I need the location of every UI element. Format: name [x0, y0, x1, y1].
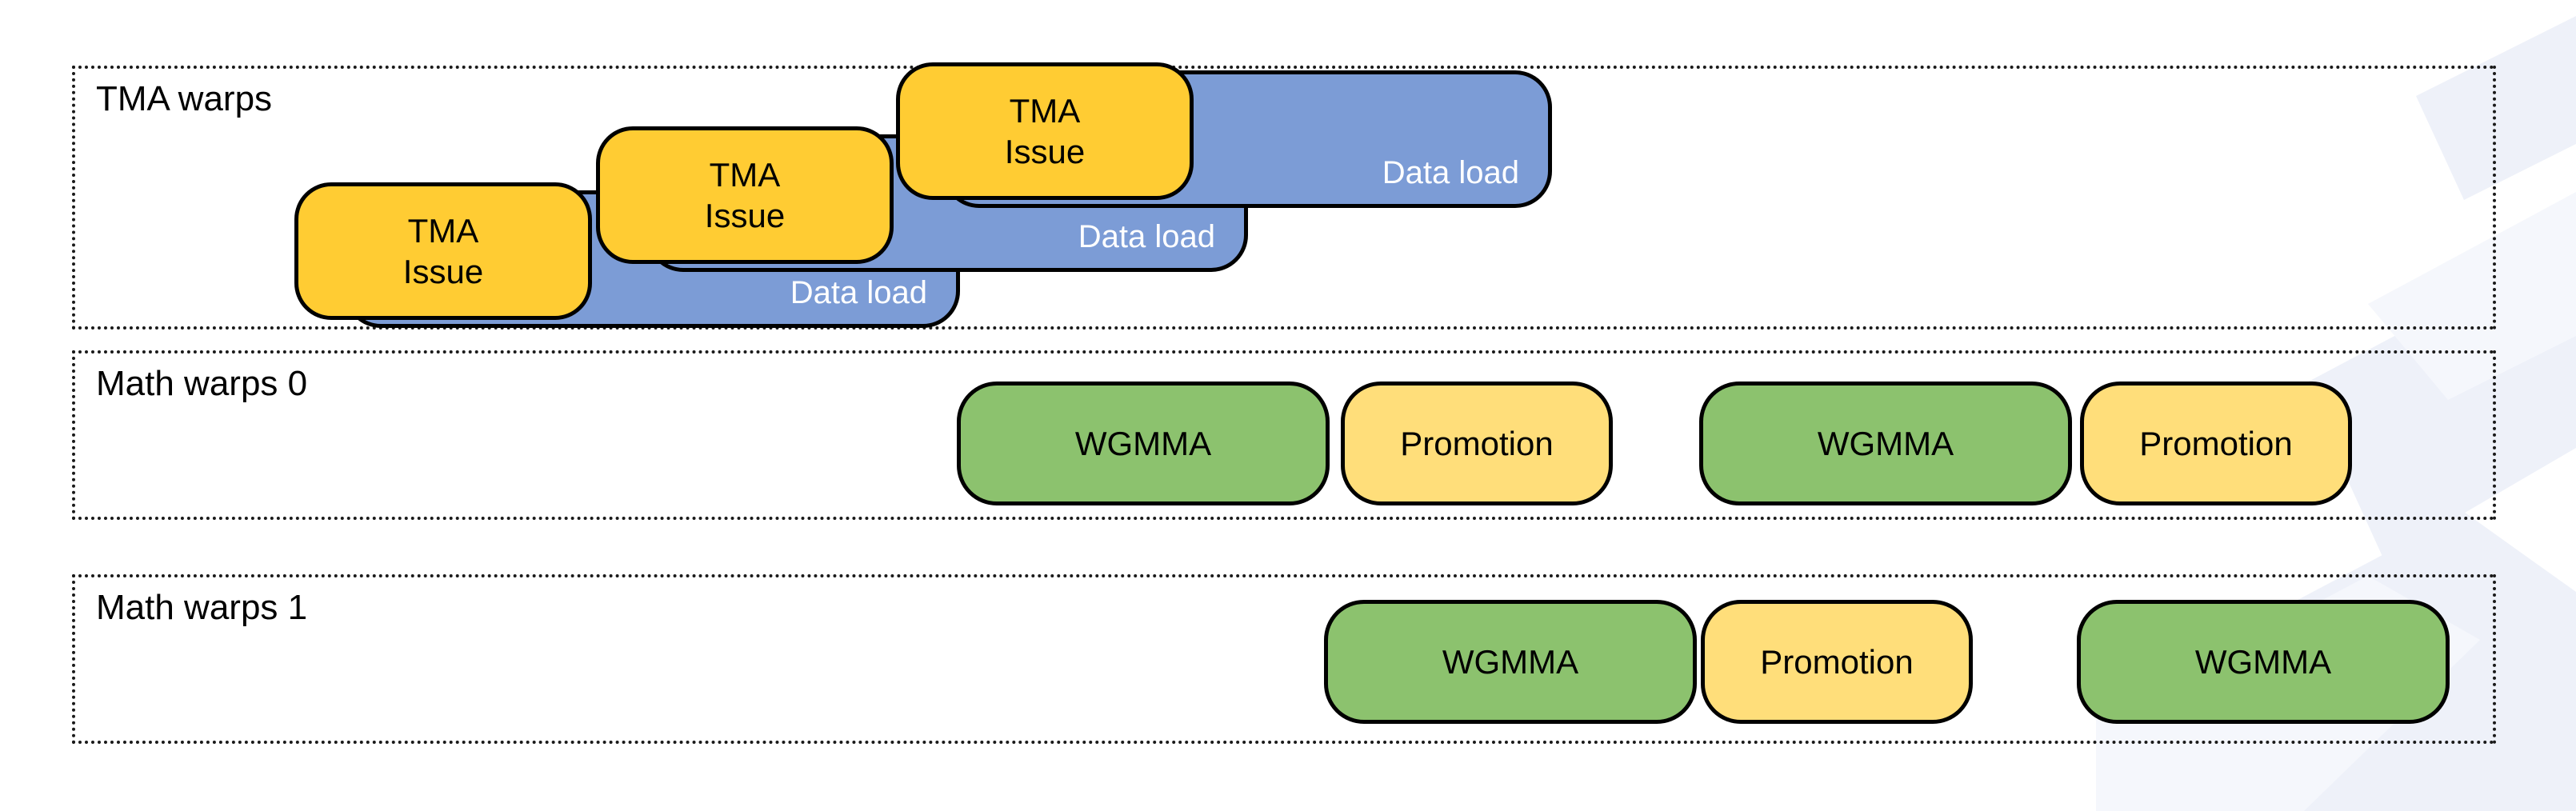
block-label: WGMMA	[2194, 642, 2332, 681]
block-wgmma-math-warps-0-2: WGMMA	[1699, 382, 2072, 505]
block-label: Data load	[1382, 155, 1519, 191]
lane-label-tma-warps: TMA warps	[96, 79, 273, 118]
block-promotion-math-warps-0-3: Promotion	[2080, 382, 2352, 505]
block-label: Promotion	[1760, 642, 1914, 681]
block-label: WGMMA	[1074, 424, 1212, 462]
block-label: WGMMA	[1442, 642, 1579, 681]
block-label: Promotion	[1400, 424, 1554, 462]
lane-label-math-warps-0: Math warps 0	[96, 364, 308, 403]
block-promotion-math-warps-1-1: Promotion	[1701, 600, 1973, 724]
block-label: Promotion	[2139, 424, 2293, 462]
block-wgmma-math-warps-0-0: WGMMA	[957, 382, 1330, 505]
lane-tma-warps: TMA warps	[72, 66, 2496, 330]
block-promotion-math-warps-0-1: Promotion	[1341, 382, 1613, 505]
block-wgmma-math-warps-1-2: WGMMA	[2077, 600, 2450, 724]
lane-math-warps-1: Math warps 1	[72, 574, 2496, 744]
block-label: Data load	[1078, 219, 1215, 255]
block-label: Data load	[790, 275, 927, 311]
block-wgmma-math-warps-1-0: WGMMA	[1324, 600, 1697, 724]
lane-label-math-warps-1: Math warps 1	[96, 588, 308, 627]
block-label: WGMMA	[1817, 424, 1954, 462]
